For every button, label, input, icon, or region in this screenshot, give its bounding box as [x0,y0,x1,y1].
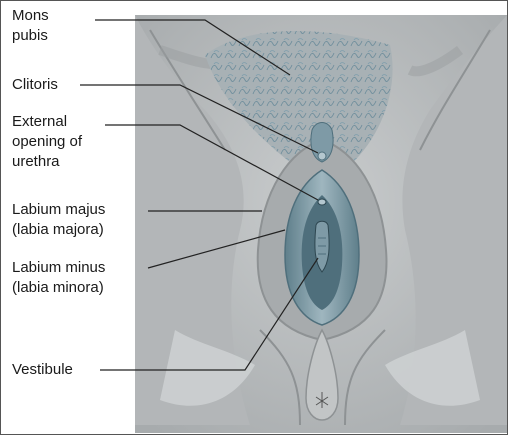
label-clitoris: Clitoris [12,75,61,95]
label-labium-minus: Labium minus (labia minora) [12,258,109,298]
clitoris [317,151,327,161]
label-mons-pubis: Mons pubis [12,6,52,46]
right-thigh [400,15,507,425]
label-vestibule: Vestibule [12,360,76,380]
left-thigh [135,15,250,425]
leader-lines [80,19,319,371]
urethral-opening [317,198,327,206]
label-labium-majus: Labium majus (labia majora) [12,200,109,240]
label-urethra: External opening of urethra [12,112,86,172]
